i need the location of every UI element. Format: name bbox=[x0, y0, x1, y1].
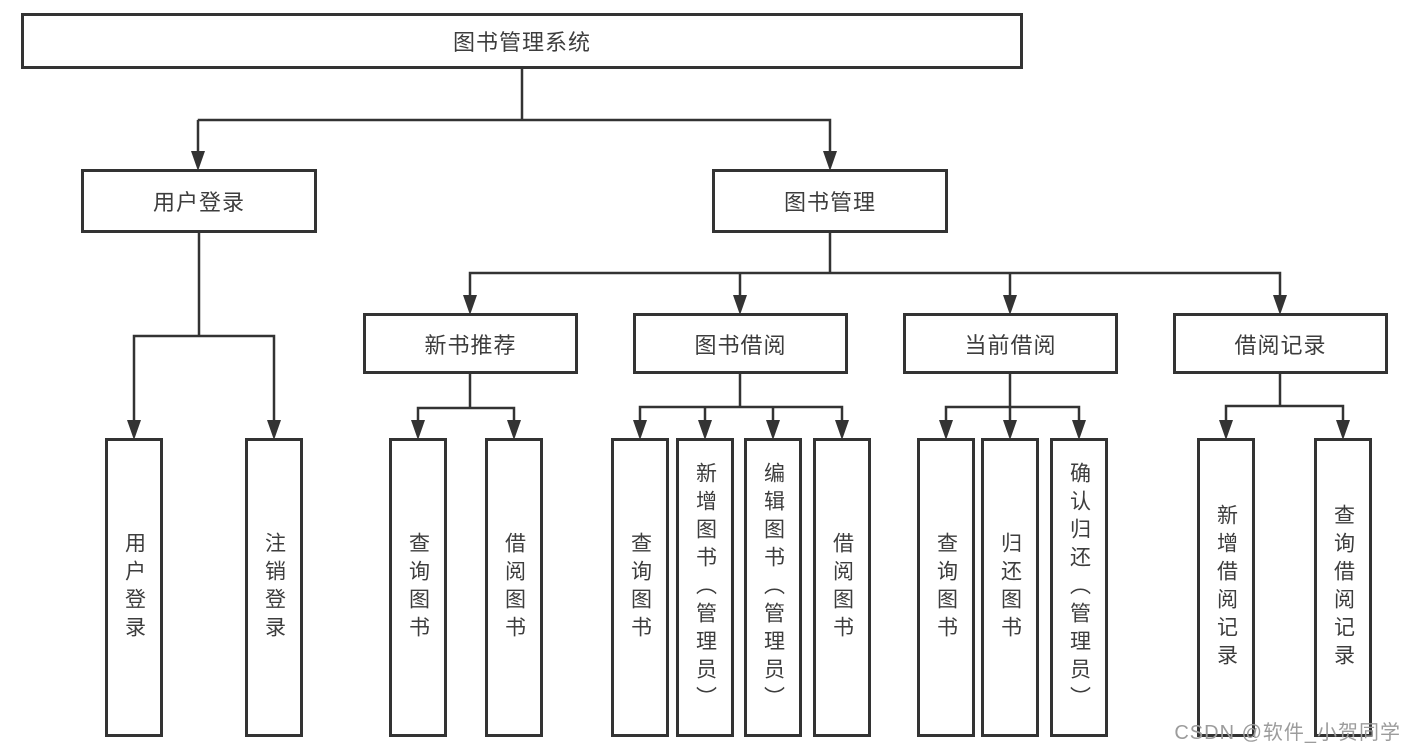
connector-root-to-level2 bbox=[196, 69, 832, 156]
node-label: 图书管理系统 bbox=[452, 30, 591, 55]
connector-user-login-children bbox=[132, 233, 276, 425]
node-library-system-root: 图书管理系统 bbox=[21, 13, 1023, 69]
leaf-label: 新增借阅记录 bbox=[1214, 503, 1238, 672]
leaf-query-borrow-record: 查询借阅记录 bbox=[1314, 438, 1372, 737]
leaf-current-query-books: 查询图书 bbox=[917, 438, 975, 737]
leaf-add-books-admin: 新增图书（管理员） bbox=[676, 438, 734, 737]
leaf-label: 查询图书 bbox=[628, 531, 652, 644]
connector-book-borrow-children bbox=[638, 374, 844, 425]
node-new-book-recommend: 新书推荐 bbox=[363, 313, 578, 374]
node-current-borrow: 当前借阅 bbox=[903, 313, 1118, 374]
arrowheads-user-login-children bbox=[127, 420, 281, 440]
connector-borrow-records-children bbox=[1224, 374, 1345, 425]
leaf-add-borrow-record: 新增借阅记录 bbox=[1197, 438, 1255, 737]
arrowheads-book-borrow-children bbox=[633, 420, 849, 440]
leaf-newbook-query-books: 查询图书 bbox=[389, 438, 447, 737]
node-user-login: 用户登录 bbox=[81, 169, 317, 233]
node-label: 图书管理 bbox=[783, 190, 876, 215]
node-book-management: 图书管理 bbox=[712, 169, 948, 233]
leaf-label: 查询借阅记录 bbox=[1331, 503, 1355, 672]
leaf-label: 查询图书 bbox=[934, 531, 958, 644]
leaf-borrow-query-books: 查询图书 bbox=[611, 438, 669, 737]
leaf-label: 用户登录 bbox=[122, 531, 146, 644]
leaf-label: 编辑图书（管理员） bbox=[761, 461, 785, 714]
leaf-label: 新增图书（管理员） bbox=[693, 461, 717, 714]
leaf-return-books: 归还图书 bbox=[981, 438, 1039, 737]
node-label: 图书借阅 bbox=[694, 332, 787, 358]
leaf-label: 归还图书 bbox=[998, 531, 1022, 644]
leaf-label: 借阅图书 bbox=[830, 531, 854, 644]
connector-book-management-children bbox=[468, 233, 1282, 300]
node-label: 新书推荐 bbox=[424, 332, 517, 358]
leaf-label: 确认归还（管理员） bbox=[1067, 461, 1091, 714]
node-label: 用户登录 bbox=[152, 190, 245, 215]
leaf-confirm-return-admin: 确认归还（管理员） bbox=[1050, 438, 1108, 737]
leaf-label: 注销登录 bbox=[262, 531, 286, 644]
leaf-borrow-borrow-books: 借阅图书 bbox=[813, 438, 871, 737]
leaf-logout-login: 注销登录 bbox=[245, 438, 303, 737]
arrowheads-level2 bbox=[191, 151, 837, 171]
csdn-watermark: CSDN @软件_小贺同学 bbox=[1174, 722, 1401, 744]
arrowheads-new-book-children bbox=[411, 420, 521, 440]
leaf-edit-books-admin: 编辑图书（管理员） bbox=[744, 438, 802, 737]
arrowheads-current-borrow-children bbox=[939, 420, 1086, 440]
leaf-label: 查询图书 bbox=[406, 531, 430, 644]
arrowheads-level3 bbox=[463, 295, 1287, 315]
connector-current-borrow-children bbox=[944, 374, 1081, 425]
node-label: 借阅记录 bbox=[1234, 332, 1327, 358]
connector-new-book-children bbox=[416, 374, 516, 425]
leaf-user-login: 用户登录 bbox=[105, 438, 163, 737]
arrowheads-borrow-records-children bbox=[1219, 420, 1350, 440]
node-borrow-records: 借阅记录 bbox=[1173, 313, 1388, 374]
node-label: 当前借阅 bbox=[964, 332, 1057, 358]
node-book-borrow: 图书借阅 bbox=[633, 313, 848, 374]
leaf-label: 借阅图书 bbox=[502, 531, 526, 644]
leaf-newbook-borrow-books: 借阅图书 bbox=[485, 438, 543, 737]
